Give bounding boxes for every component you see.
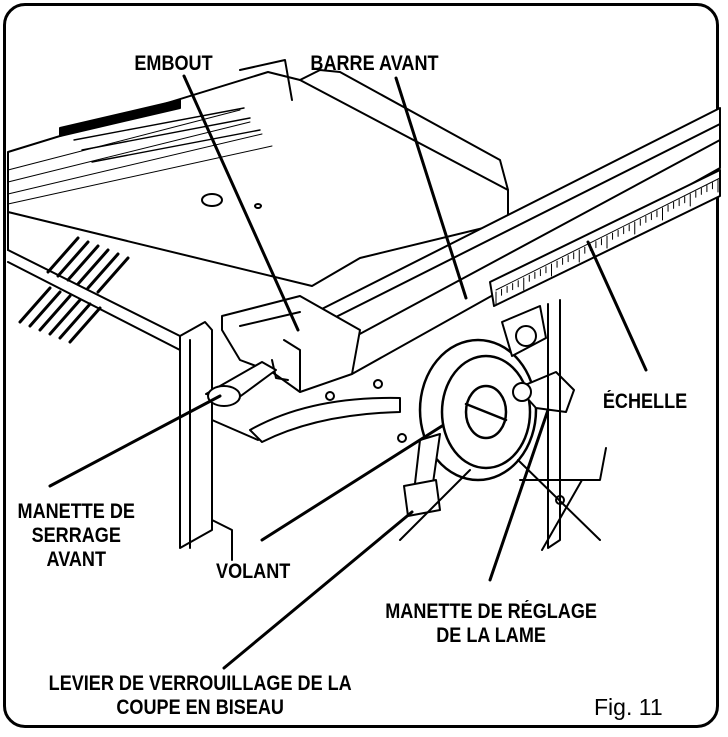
leader-lines	[48, 74, 648, 670]
handwheel	[418, 338, 538, 482]
saw-table-top	[7, 59, 509, 287]
label-embout: EMBOUT	[134, 52, 213, 75]
front-rail	[299, 107, 721, 375]
bevel-scale-arc	[249, 379, 407, 443]
label-manette-reglage: MANETTE DE RÉGLAGE DE LA LAME	[385, 600, 597, 647]
front-lock-handle	[205, 361, 277, 407]
stand-legs	[399, 299, 607, 551]
label-volant: VOLANT	[216, 560, 291, 583]
bevel-lock-lever	[403, 433, 441, 517]
label-barre-avant: BARRE AVANT	[310, 52, 439, 75]
label-manette-serrage: MANETTE DE SERRAGE AVANT	[17, 500, 135, 571]
label-levier: LEVIER DE VERROUILLAGE DE LA COUPE EN BI…	[48, 672, 352, 719]
vent-slots	[18, 236, 130, 344]
figure-number: Fig. 11	[594, 694, 663, 720]
label-echelle: ÉCHELLE	[602, 390, 688, 413]
